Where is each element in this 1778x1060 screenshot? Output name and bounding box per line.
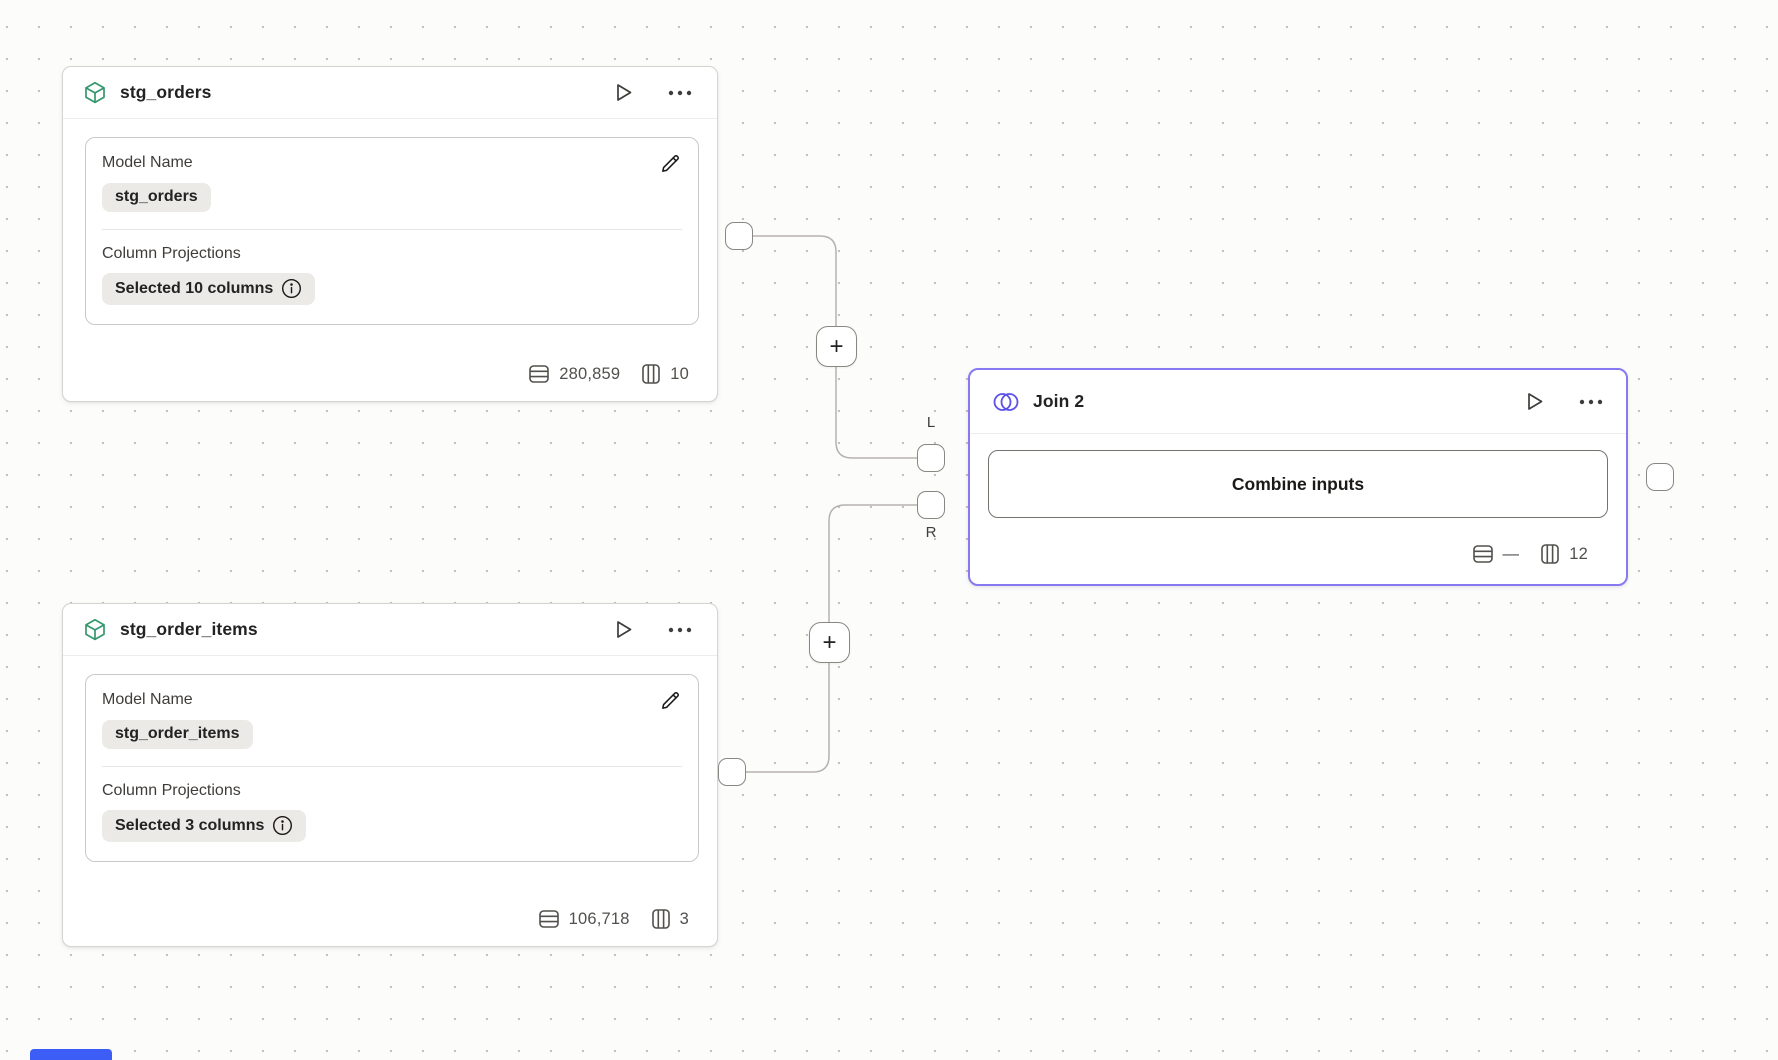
row-count-icon: [1472, 545, 1493, 563]
model-name-label: Model Name: [102, 691, 193, 708]
node-config-card: Model Name stg_orders Column Projections…: [85, 137, 699, 325]
info-icon[interactable]: [281, 278, 302, 299]
cube-icon: [83, 80, 107, 105]
column-projections-badge: Selected 10 columns: [102, 273, 316, 305]
combine-inputs-button[interactable]: Combine inputs: [988, 450, 1608, 518]
model-name-label: Model Name: [102, 154, 193, 171]
output-port-stg-order-items[interactable]: [718, 758, 746, 786]
node-title: Join 2: [1033, 391, 1085, 411]
row-count: —: [1502, 544, 1520, 563]
more-options-icon[interactable]: [1578, 399, 1604, 405]
edit-pencil-icon[interactable]: [659, 689, 682, 712]
more-options-icon[interactable]: [667, 627, 693, 633]
column-count: 10: [670, 364, 689, 383]
column-count-icon: [651, 909, 670, 929]
run-button[interactable]: [613, 618, 634, 641]
add-node-on-edge-button[interactable]: +: [816, 326, 857, 367]
node-stats: — 12: [970, 544, 1626, 584]
divider: [102, 766, 682, 767]
column-count-icon: [1541, 544, 1560, 564]
node-stats: 280,859 10: [63, 364, 717, 401]
row-count-icon: [538, 910, 559, 928]
run-button[interactable]: [1524, 390, 1545, 413]
venn-join-icon: [992, 390, 1020, 414]
model-name-badge: stg_order_items: [102, 720, 253, 749]
node-join-2[interactable]: Join 2 Combine inputs —: [968, 368, 1628, 586]
add-node-on-edge-button[interactable]: +: [809, 622, 850, 663]
node-title: stg_orders: [120, 82, 212, 102]
divider: [102, 229, 682, 230]
node-config-card: Model Name stg_order_items Column Projec…: [85, 674, 699, 862]
input-port-left[interactable]: [917, 444, 945, 472]
row-count: 280,859: [559, 364, 621, 383]
node-title: stg_order_items: [120, 619, 258, 639]
column-projections-badge: Selected 3 columns: [102, 810, 307, 842]
column-count: 12: [1569, 544, 1588, 563]
node-header: stg_order_items: [63, 604, 717, 656]
edit-pencil-icon[interactable]: [659, 152, 682, 175]
output-port-stg-orders[interactable]: [725, 222, 753, 250]
node-stg-order-items[interactable]: stg_order_items Model Name stg_order_ite…: [62, 603, 718, 947]
input-port-right[interactable]: [917, 491, 945, 519]
right-port-label: R: [925, 524, 937, 541]
column-count-icon: [642, 364, 661, 384]
info-icon[interactable]: [272, 815, 293, 836]
output-port-join[interactable]: [1646, 463, 1674, 491]
model-name-badge: stg_orders: [102, 183, 211, 212]
column-projections-label: Column Projections: [102, 245, 241, 262]
offscreen-selected-node-edge[interactable]: [30, 1049, 112, 1060]
column-projections-label: Column Projections: [102, 782, 241, 799]
run-button[interactable]: [613, 81, 634, 104]
row-count: 106,718: [568, 909, 630, 928]
node-stats: 106,718 3: [63, 909, 717, 946]
node-header: stg_orders: [63, 67, 717, 119]
node-stg-orders[interactable]: stg_orders Model Name stg_orders: [62, 66, 718, 402]
column-count: 3: [679, 909, 689, 928]
cube-icon: [83, 617, 107, 642]
row-count-icon: [529, 365, 549, 383]
node-header: Join 2: [970, 370, 1626, 434]
more-options-icon[interactable]: [667, 90, 693, 96]
left-port-label: L: [926, 414, 936, 431]
